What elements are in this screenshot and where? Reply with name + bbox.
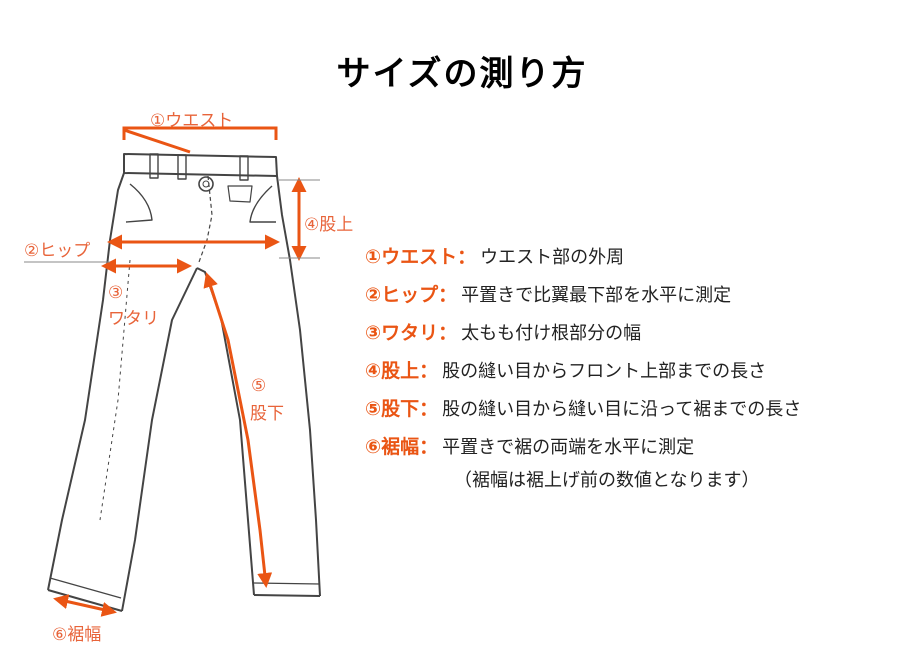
legend-row-hip: ②ヒップ ： 平置きで比翼最下部を水平に測定 <box>365 280 801 318</box>
legend-desc: 太もも付け根部分の幅 <box>461 323 642 344</box>
legend-key: ⑥裾幅 <box>365 436 420 458</box>
legend-row-inseam: ⑤股下 ： 股の縫い目から縫い目に沿って裾までの長さ <box>365 394 801 432</box>
legend-row-hem: ⑥裾幅 ： 平置きで裾の両端を水平に測定 <box>365 432 801 470</box>
legend-desc: ウエスト部の外周 <box>480 247 625 268</box>
legend-colon: ： <box>419 398 439 420</box>
inseam-label: 股下 <box>250 404 284 424</box>
legend-key: ④股上 <box>365 360 420 382</box>
hem-measure <box>53 594 117 617</box>
legend-key: ③ワタリ <box>365 322 439 344</box>
legend-note: （裾幅は裾上げ前の数値となります） <box>454 470 760 491</box>
legend-key: ①ウエスト <box>365 246 458 268</box>
legend-desc: 平置きで裾の両端を水平に測定 <box>442 437 695 458</box>
waist-label: ①ウエスト <box>150 111 234 131</box>
pants-outline <box>47 153 321 612</box>
rise-label: ④股上 <box>304 215 354 235</box>
measure-lines <box>53 126 307 617</box>
legend-key: ②ヒップ <box>365 284 439 306</box>
legend-colon: ： <box>419 436 439 458</box>
legend-colon: ： <box>438 322 458 344</box>
hem-label: ⑥裾幅 <box>52 625 102 645</box>
inseam-number-label: ⑤ <box>251 376 267 396</box>
legend-row-waist: ①ウエスト ： ウエスト部の外周 <box>365 242 801 280</box>
waist-measure <box>122 126 278 154</box>
hip-label: ②ヒップ <box>24 241 91 261</box>
legend-desc: 股の縫い目から縫い目に沿って裾までの長さ <box>442 399 802 420</box>
legend-key: ⑤股下 <box>365 398 420 420</box>
page-title: サイズの測り方 <box>336 54 588 94</box>
thigh-label: ワタリ <box>108 309 159 329</box>
legend-colon: ： <box>457 246 477 268</box>
legend-row-thigh: ③ワタリ ： 太もも付け根部分の幅 <box>365 318 801 356</box>
legend-colon: ： <box>419 360 439 382</box>
thigh-number-label: ③ <box>108 283 124 303</box>
legend-desc: 股の縫い目からフロント上部までの長さ <box>442 361 767 382</box>
legend-desc: 平置きで比翼最下部を水平に測定 <box>461 285 732 306</box>
legend-colon: ： <box>438 284 458 306</box>
legend-row-rise: ④股上 ： 股の縫い目からフロント上部までの長さ <box>365 356 801 394</box>
measurement-legend: ①ウエスト ： ウエスト部の外周 ②ヒップ ： 平置きで比翼最下部を水平に測定 … <box>365 242 801 470</box>
inseam-measure <box>203 272 273 588</box>
